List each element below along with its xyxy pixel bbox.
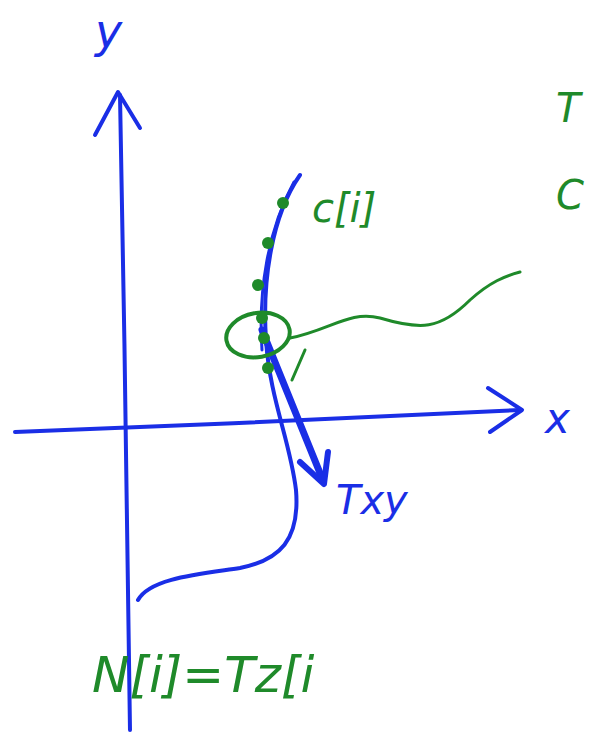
vector-label: Txy [336,480,408,520]
x-axis [15,410,520,432]
sample-dot [252,279,264,291]
x-axis-arrowhead [488,388,522,432]
note-fragment: T [556,88,580,128]
formula-note: N[i]=Tz[i [92,650,314,700]
sample-dot [262,237,274,249]
sample-dot [262,362,274,374]
curve [138,175,300,600]
sample-dot [277,197,289,209]
tick-mark [292,350,305,380]
y-axis [120,95,130,730]
highlight-ellipse [223,308,294,362]
sample-dots [252,197,289,374]
sample-dot [258,332,270,344]
sample-dot [256,312,268,324]
y-axis-arrowhead [95,92,140,135]
point-label: c[i] [312,188,376,228]
wavy-leader [290,272,520,338]
axis-label: y [95,8,122,54]
axis-label: x [545,398,570,440]
note-fragment: C [556,175,584,215]
tangent-arrowhead [300,452,328,484]
